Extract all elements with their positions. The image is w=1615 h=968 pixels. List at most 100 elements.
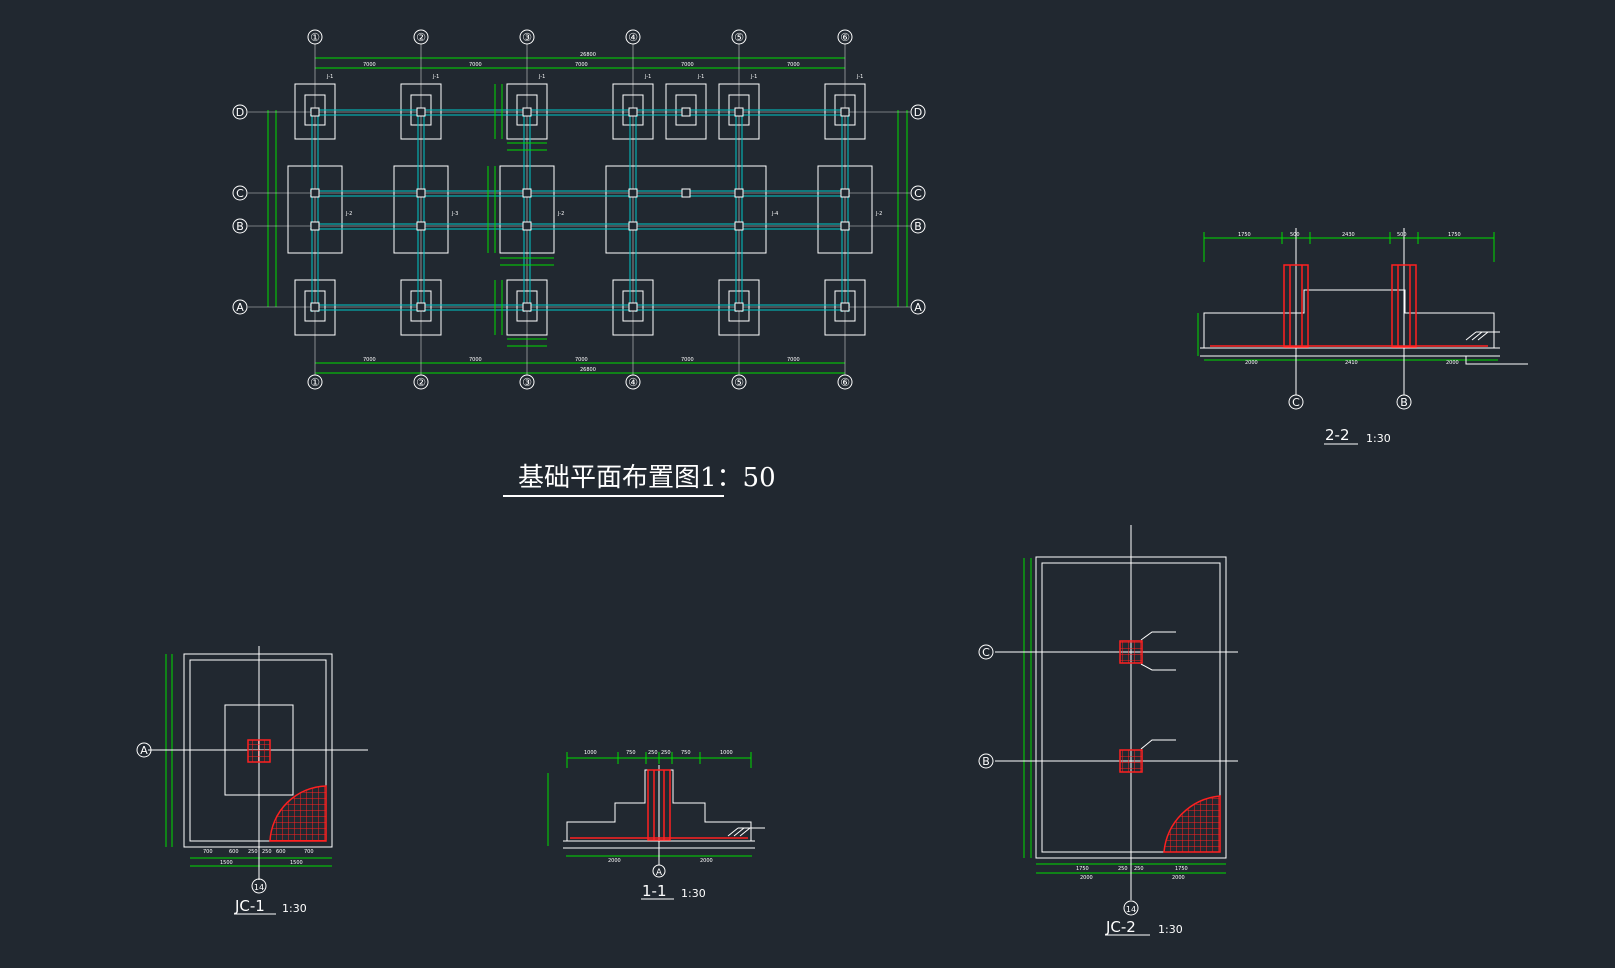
jc1-total: 1500 <box>290 860 303 866</box>
sec11-top-dim: 750 <box>626 750 636 756</box>
sec11-bottom-dim: 2000 <box>700 858 713 864</box>
jc2-scale: 1:30 <box>1158 923 1183 936</box>
axis-label-B: B <box>236 220 244 233</box>
column-axis-labels: ① ② ③ ④ ⑤ ⑥ ① ② ③ ④ ⑤ ⑥ <box>310 31 850 389</box>
sec22-scale: 1:30 <box>1366 432 1391 445</box>
sec22-top-dim: 1750 <box>1238 232 1251 238</box>
bay-dim: 7000 <box>363 357 376 363</box>
jc1-axis-A: A <box>140 744 148 757</box>
sec22-top-dim: 500 <box>1397 232 1407 238</box>
jc1-total: 1500 <box>220 860 233 866</box>
jc2-dim: 1750 <box>1076 866 1089 872</box>
jc2-dim: 250 <box>1134 866 1144 872</box>
jc-2-detail: 1750 250 250 1750 2000 2000 C B 14 JC-2 … <box>978 525 1238 936</box>
sec22-top-dim: 2430 <box>1342 232 1355 238</box>
plan-columns <box>310 107 850 312</box>
plan-total-dim-bottom: 26800 <box>580 367 596 373</box>
jc2-axis-B: B <box>982 755 990 768</box>
axis-label-4: ④ <box>628 376 638 389</box>
jc-1-detail: 700 600 250 250 600 700 1500 1500 A 14 J… <box>136 646 368 915</box>
sec11-scale: 1:30 <box>681 887 706 900</box>
jc2-dim: 1750 <box>1175 866 1188 872</box>
axis-label-2: ② <box>416 31 426 44</box>
footing-label: J-1 <box>326 74 333 80</box>
jc2-column-rebar-C <box>1119 640 1143 664</box>
axis-label-3: ③ <box>522 376 532 389</box>
footing-label: J-3 <box>451 211 458 217</box>
axis-label-4: ④ <box>628 31 638 44</box>
foundation-plan: 26800 26800 7000 7000 7000 7000 7000 700… <box>232 29 926 497</box>
jc2-column-rebar-B <box>1119 749 1143 773</box>
jc1-axis-14: 14 <box>254 883 264 892</box>
plan-axis-lines <box>248 44 910 375</box>
sec22-axis-B: B <box>1400 396 1408 409</box>
plan-footing-labels: J-1 J-1 J-1 J-1 J-1 J-1 J-1 J-2 J-3 J-2 … <box>326 74 882 217</box>
jc2-axis-14: 14 <box>1126 905 1136 914</box>
sec11-top-dim: 250 <box>648 750 658 756</box>
axis-label-D: D <box>914 106 922 119</box>
sec22-bottom-dim: 2000 <box>1446 360 1459 366</box>
sec22-label: 2-2 <box>1325 426 1350 444</box>
jc2-axis-C: C <box>982 646 990 659</box>
plan-total-dim-top: 26800 <box>580 52 596 58</box>
bay-dim: 7000 <box>469 357 482 363</box>
footing-label: J-2 <box>557 211 564 217</box>
axis-label-C: C <box>914 187 922 200</box>
footing-label: J-1 <box>432 74 439 80</box>
jc1-dim: 250 <box>262 849 272 855</box>
sec11-rebar <box>570 769 748 841</box>
sec11-bottom-dim: 2000 <box>608 858 621 864</box>
footing-label: J-1 <box>538 74 545 80</box>
footing-label: J-1 <box>697 74 704 80</box>
sec22-axis-C: C <box>1292 396 1300 409</box>
sec11-top-dim: 1000 <box>720 750 733 756</box>
axis-label-5: ⑤ <box>734 31 744 44</box>
jc1-dim: 600 <box>229 849 239 855</box>
plan-title: 基础平面布置图1：50 <box>518 463 776 493</box>
jc2-dim: 250 <box>1118 866 1128 872</box>
axis-label-2: ② <box>416 376 426 389</box>
bay-dim: 7000 <box>787 357 800 363</box>
jc1-column-rebar <box>247 739 271 763</box>
jc2-total: 2000 <box>1080 875 1093 881</box>
row-axis-bubbles <box>232 104 926 315</box>
bay-dim: 7000 <box>363 62 376 68</box>
sec11-top-dim: 1000 <box>584 750 597 756</box>
jc1-dim: 700 <box>304 849 314 855</box>
sec11-top-dim: 250 <box>661 750 671 756</box>
sec22-bottom-dim: 2410 <box>1345 360 1358 366</box>
bay-dim: 7000 <box>787 62 800 68</box>
axis-label-3: ③ <box>522 31 532 44</box>
axis-label-5: ⑤ <box>734 376 744 389</box>
jc1-mesh-rebar <box>269 785 327 842</box>
bay-dim: 7000 <box>575 357 588 363</box>
plan-footings <box>287 83 873 336</box>
plan-bay-dims-top: 7000 7000 7000 7000 7000 <box>363 62 800 68</box>
bay-dim: 7000 <box>575 62 588 68</box>
sec11-axis-A: A <box>656 868 663 878</box>
footing-label: J-2 <box>875 211 882 217</box>
axis-label-C: C <box>236 187 244 200</box>
jc1-scale: 1:30 <box>282 902 307 915</box>
sec22-top-dim: 1750 <box>1448 232 1461 238</box>
plan-bay-dims-bottom: 7000 7000 7000 7000 7000 <box>363 357 800 363</box>
footing-label: J-1 <box>750 74 757 80</box>
jc2-mesh-rebar <box>1163 795 1221 853</box>
jc2-label: JC-2 <box>1105 918 1136 936</box>
axis-label-6: ⑥ <box>840 376 850 389</box>
footing-label: J-1 <box>856 74 863 80</box>
axis-label-6: ⑥ <box>840 31 850 44</box>
bay-dim: 7000 <box>681 357 694 363</box>
axis-label-A: A <box>914 301 922 314</box>
footing-label: J-1 <box>644 74 651 80</box>
sec11-label: 1-1 <box>642 882 667 900</box>
bay-dim: 7000 <box>469 62 482 68</box>
footing-label: J-2 <box>345 211 352 217</box>
plan-local-dims <box>487 84 554 347</box>
jc2-total: 2000 <box>1172 875 1185 881</box>
sec22-top-dim: 500 <box>1290 232 1300 238</box>
footing-label: J-4 <box>771 211 778 217</box>
sec11-top-dim: 750 <box>681 750 691 756</box>
plan-grid-beams <box>310 108 850 312</box>
axis-label-1: ① <box>310 31 320 44</box>
